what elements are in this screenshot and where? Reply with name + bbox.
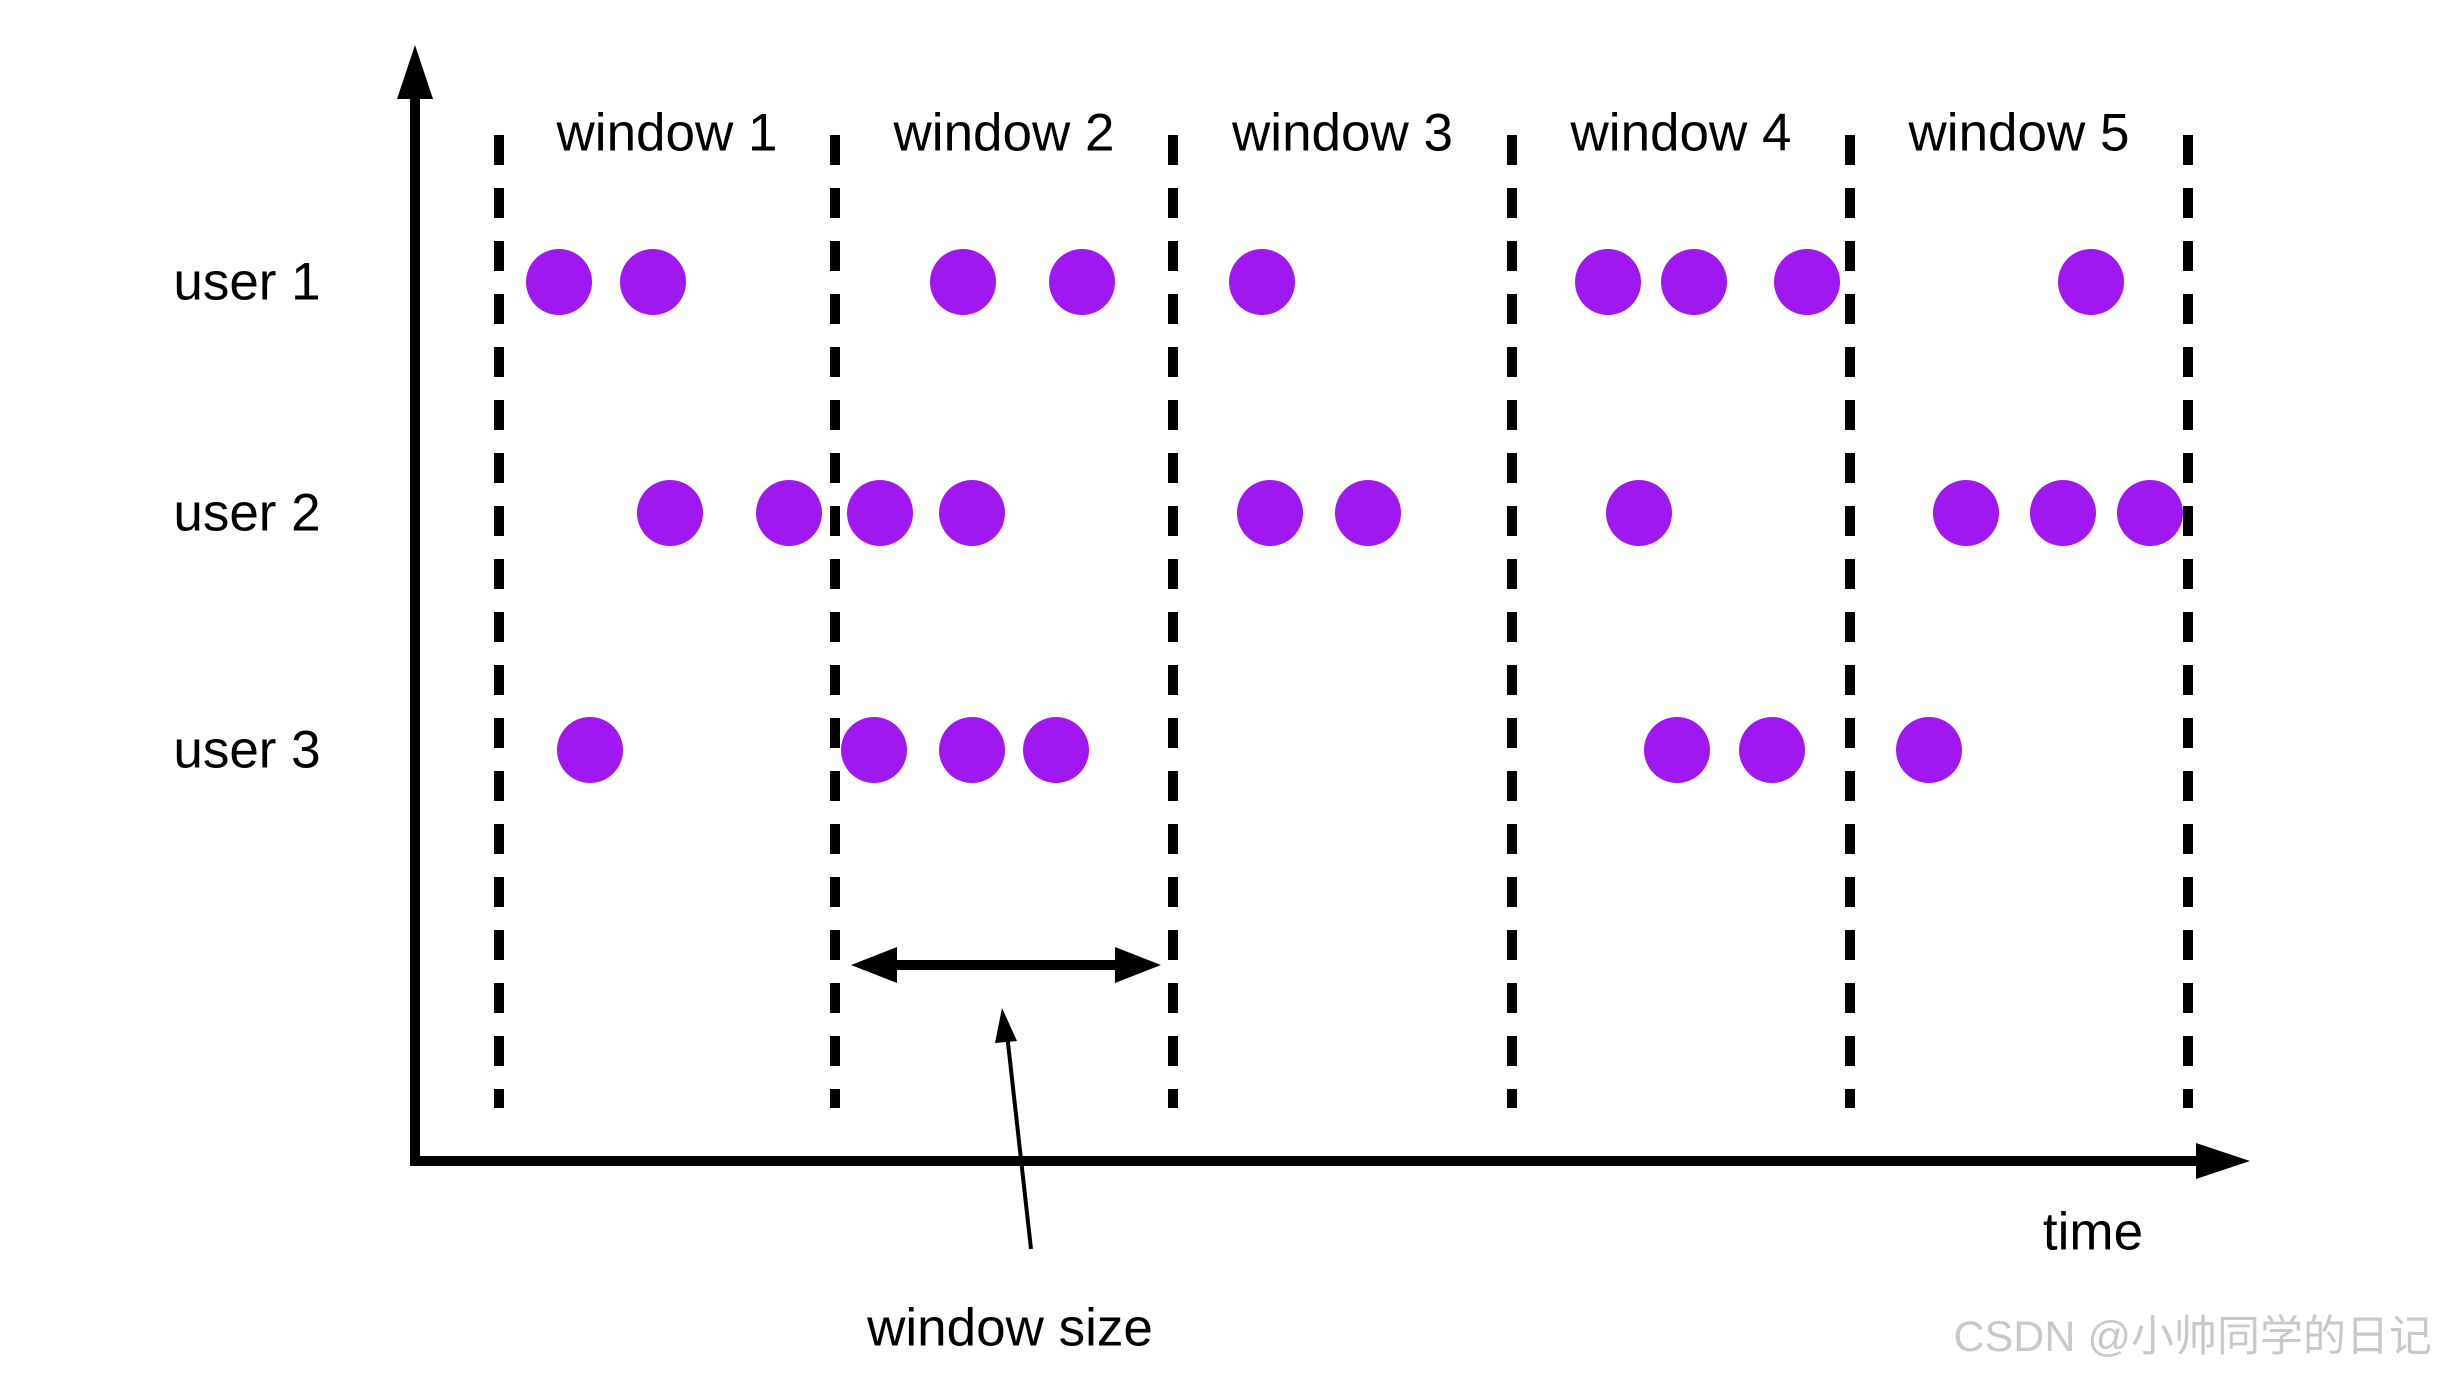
event-dot: [526, 249, 592, 315]
window-label: window 1: [556, 103, 778, 163]
event-dot: [1023, 717, 1089, 783]
event-dot: [1661, 249, 1727, 315]
event-dot: [557, 717, 623, 783]
window-size-pointer-line: [1004, 1024, 1033, 1250]
window-size-arrow-right-head-icon: [1115, 947, 1161, 983]
window-size-pointer-head-icon: [995, 1008, 1017, 1043]
event-dot: [1049, 249, 1115, 315]
event-dot: [620, 249, 686, 315]
event-dot: [2030, 480, 2096, 546]
event-dot: [841, 717, 907, 783]
event-dot: [2058, 249, 2124, 315]
event-dot: [756, 480, 822, 546]
event-dot: [1237, 480, 1303, 546]
user-label: user 1: [173, 252, 321, 312]
x-axis-label: time: [2042, 1202, 2144, 1262]
event-dot: [1335, 480, 1401, 546]
event-dot: [939, 480, 1005, 546]
event-dot: [1896, 717, 1962, 783]
event-dot: [847, 480, 913, 546]
event-dot: [930, 249, 996, 315]
x-axis-arrowhead-icon: [2196, 1143, 2250, 1179]
event-dot: [637, 480, 703, 546]
window-label: window 5: [1908, 103, 2130, 163]
event-dot: [1644, 717, 1710, 783]
event-dot: [1229, 249, 1295, 315]
y-axis-arrowhead-icon: [397, 45, 433, 99]
window-label: window 3: [1232, 103, 1453, 163]
event-dot: [1739, 717, 1805, 783]
event-dot: [939, 717, 1005, 783]
window-size-arrow-left-head-icon: [851, 947, 897, 983]
window-size-label: window size: [867, 1298, 1153, 1358]
event-dot: [1774, 249, 1840, 315]
user-label: user 2: [173, 483, 321, 543]
event-dot: [1575, 249, 1641, 315]
event-dot: [1933, 480, 1999, 546]
window-label: window 2: [893, 103, 1115, 163]
event-dot: [2117, 480, 2183, 546]
event-dot: [1606, 480, 1672, 546]
user-label: user 3: [173, 720, 321, 780]
watermark-text: CSDN @小帅同学的日记: [1953, 1313, 2432, 1361]
window-label: window 4: [1570, 103, 1792, 163]
